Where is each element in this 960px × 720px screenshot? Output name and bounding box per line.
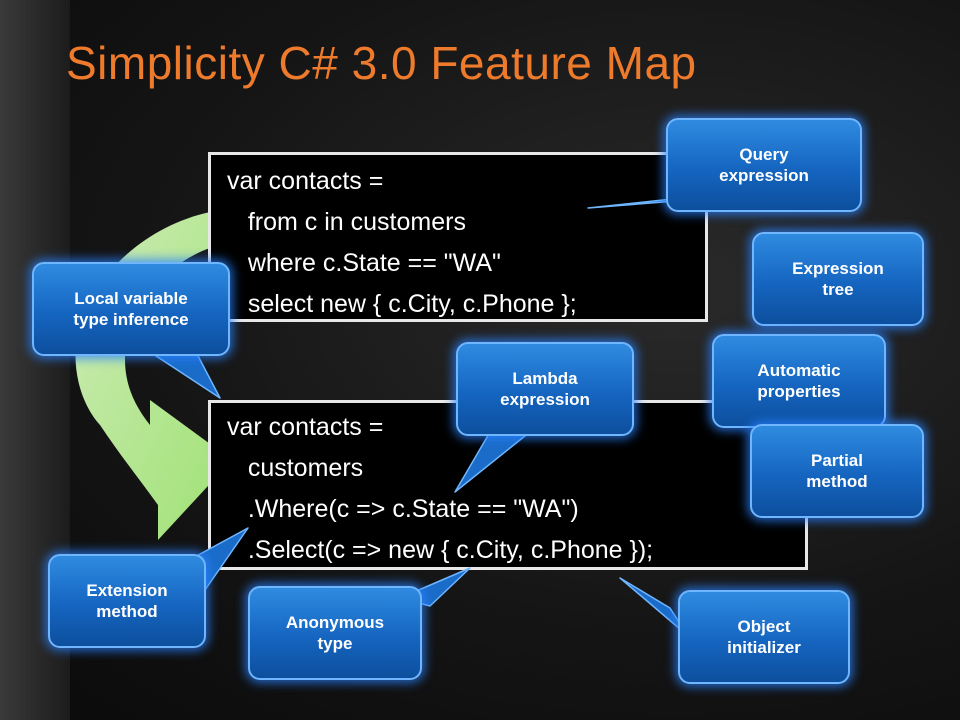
code-line: var contacts =	[227, 167, 384, 195]
callout-partial-method: Partial method	[750, 424, 924, 518]
callout-expression-tree: Expression tree	[752, 232, 924, 326]
query-syntax-code-box: var contacts = from c in customers where…	[208, 152, 708, 322]
callout-label: Lambda expression	[500, 369, 590, 409]
callout-local-variable-type-inference: Local variable type inference	[32, 262, 230, 356]
callout-label: Anonymous type	[285, 613, 385, 653]
code-line: .Where(c => c.State == "WA")	[227, 495, 579, 523]
callout-label: Local variable type inference	[73, 289, 189, 329]
callout-query-expression: Query expression	[666, 118, 862, 212]
callout-label: Object initializer	[727, 617, 801, 657]
callout-lambda-expression: Lambda expression	[456, 342, 634, 436]
code-line: where c.State == "WA"	[227, 249, 501, 277]
callout-label: Expression tree	[792, 259, 884, 299]
callout-label: Extension method	[86, 581, 168, 621]
callout-label: Query expression	[719, 145, 809, 185]
tail-lambda-expression	[454, 431, 531, 493]
code-line: from c in customers	[227, 208, 466, 236]
callout-label: Automatic properties	[757, 361, 841, 401]
slide-title: Simplicity C# 3.0 Feature Map	[66, 37, 697, 89]
tail-local-variable	[149, 351, 221, 399]
callout-automatic-properties: Automatic properties	[712, 334, 886, 428]
code-line: select new { c.City, c.Phone };	[227, 290, 577, 318]
code-line: .Select(c => new { c.City, c.Phone });	[227, 536, 654, 564]
callout-extension-method: Extension method	[48, 554, 206, 648]
callout-label: Partial method	[806, 451, 868, 491]
method-syntax-code-box: var contacts = customers .Where(c => c.S…	[208, 400, 808, 570]
code-line: var contacts =	[227, 413, 384, 441]
code-line: customers	[227, 454, 364, 482]
callout-anonymous-type: Anonymous type	[248, 586, 422, 680]
callout-object-initializer: Object initializer	[678, 590, 850, 684]
